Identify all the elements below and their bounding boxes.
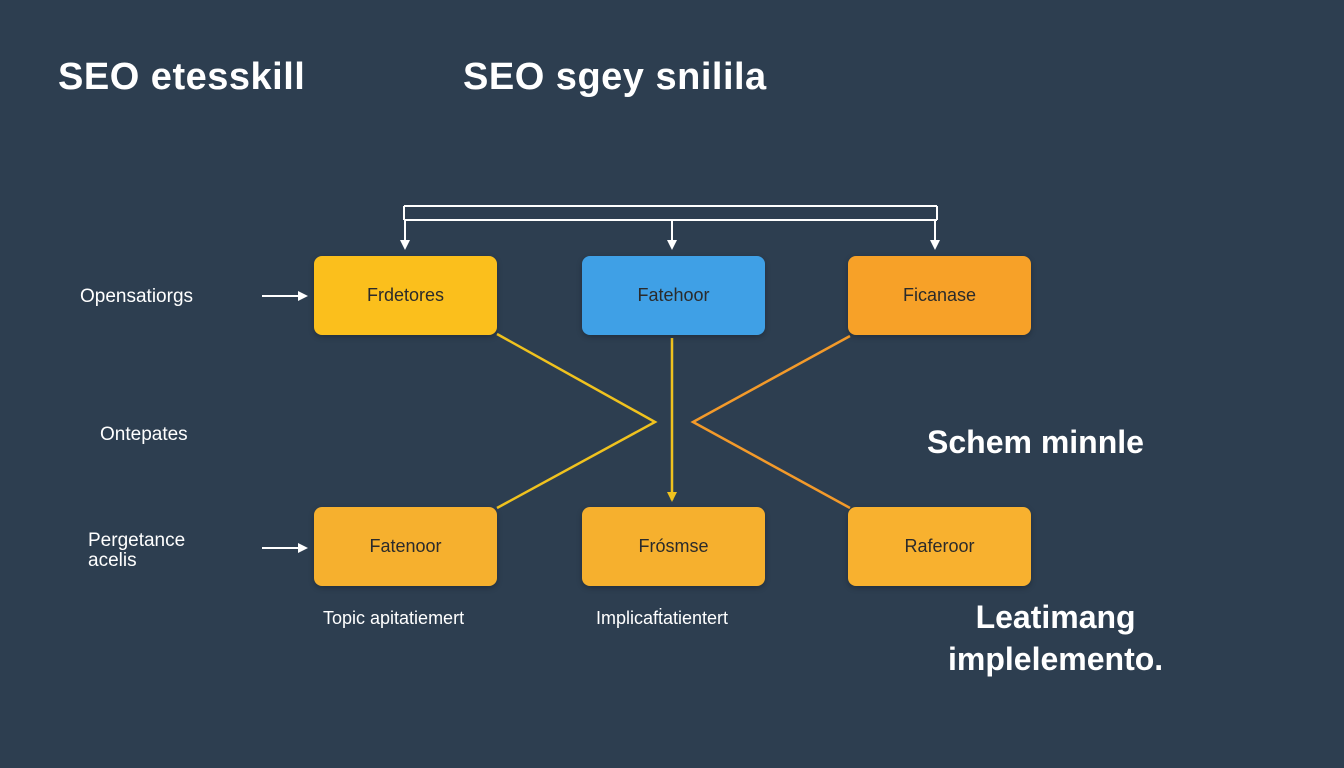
side-label-pergetance-line2: acelis [88, 550, 137, 571]
side-label-pergetance-line1: Pergetance [88, 530, 186, 551]
diagram-title-left: SEO etesskill [58, 56, 306, 98]
node-top-center[interactable]: Fatehoor [582, 256, 765, 335]
side-label-pergetance: Pergetance acelis [88, 531, 185, 571]
node-bottom-center[interactable]: Frósmse [582, 507, 765, 586]
annotation-leat-line1: Leatimang [975, 599, 1136, 635]
node-top-right[interactable]: Ficanase [848, 256, 1031, 335]
node-top-left[interactable]: Frdetores [314, 256, 497, 335]
annotation-leat-line2: implelemento. [948, 641, 1164, 677]
top-bracket [403, 205, 938, 221]
caption-topic: Topic apitatiemert [323, 608, 465, 628]
node-bottom-right[interactable]: Raferoor [848, 507, 1031, 586]
annotation-schem: Schem minnle [927, 424, 1144, 460]
node-bottom-left[interactable]: Fatenoor [314, 507, 497, 586]
connector-top-right-to-bottom-right [690, 334, 851, 510]
side-label-opensatiorgs: Opensatiorgs [80, 286, 194, 307]
node-top-right-label: Ficanase [902, 285, 977, 305]
caption-implic: Implicafṫatientert [596, 608, 729, 628]
annotation-leat: Leatimang implelemento. [948, 596, 1163, 680]
node-top-left-label: Frdetores [366, 285, 445, 305]
node-bottom-right-label: Raferoor [904, 536, 975, 556]
node-bottom-left-label: Fatenoor [369, 536, 442, 556]
connector-top-left-to-bottom-left [496, 332, 658, 510]
node-top-center-label: Fatehoor [637, 285, 710, 305]
side-label-ontepates: Ontepates [100, 424, 188, 445]
diagram-title-right: SEO sgey snilila [463, 56, 767, 98]
node-bottom-center-label: Frósmse [638, 536, 709, 556]
